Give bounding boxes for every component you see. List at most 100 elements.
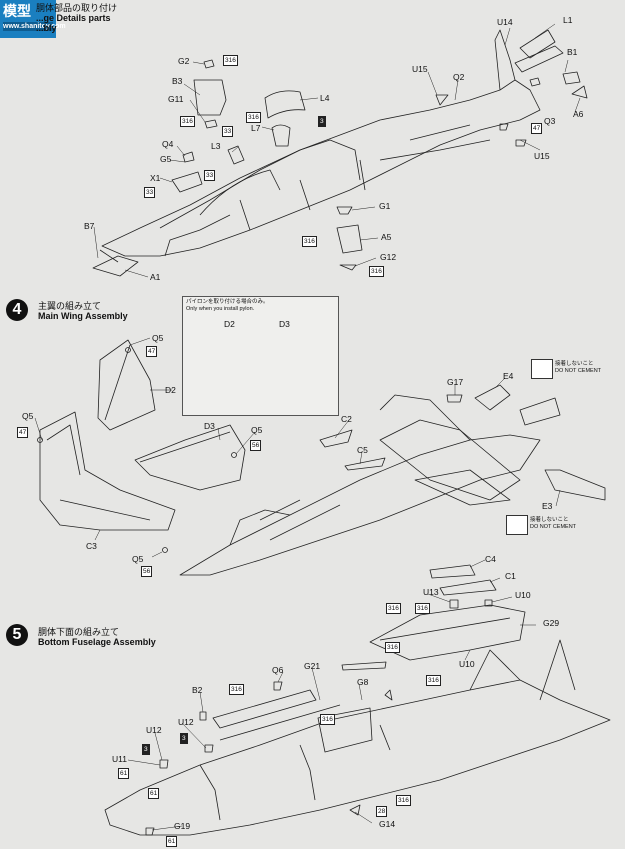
part-label: E4: [503, 371, 514, 381]
part-label: U13: [423, 587, 439, 597]
part-label: G17: [447, 377, 464, 387]
paint-code-tag: 316: [302, 236, 317, 247]
paint-code-tag: 316: [415, 603, 430, 614]
pylon-note: パイロンを取り付ける場合のみ。 Only when you install py…: [186, 299, 269, 313]
part-label: A1: [150, 272, 161, 282]
part-label: L1: [563, 15, 573, 25]
part-label: Q2: [453, 72, 465, 82]
watermark-url: www.shanitoy.com: [3, 22, 66, 31]
paint-code-tag: 33: [144, 187, 156, 198]
part-label: G1: [379, 201, 391, 211]
part-label: L3: [211, 141, 221, 151]
part-label: C4: [485, 554, 496, 564]
paint-code-tag: 316: [246, 112, 261, 123]
step4-heading: 主翼の組み立て Main Wing Assembly: [38, 301, 128, 321]
paint-code-tag: 3: [142, 744, 150, 755]
part-label: Q6: [272, 665, 284, 675]
step3-heading-en: ...ge Details parts: [36, 13, 111, 23]
part-label: C3: [86, 541, 97, 551]
step5-heading: 胴体下面の組み立て Bottom Fuselage Assembly: [38, 627, 156, 647]
no-cement-en: DO NOT CEMENT: [530, 523, 577, 530]
part-label: G5: [160, 154, 172, 164]
part-label: U15: [412, 64, 428, 74]
paint-code-tag: 33: [204, 170, 216, 181]
paint-code-tag: 316: [396, 795, 411, 806]
part-label: U12: [146, 725, 162, 735]
part-label: A5: [381, 232, 392, 242]
paint-code-tag: 61: [166, 836, 178, 847]
no-cement-icon: [531, 359, 553, 379]
paint-code-tag: 316: [426, 675, 441, 686]
part-label: G11: [168, 94, 184, 104]
part-label: L4: [320, 93, 330, 103]
part-label: Q5: [251, 425, 263, 435]
paint-code-tag: 316: [320, 714, 335, 725]
paint-code-tag: 3: [318, 116, 326, 127]
step5-heading-jp: 胴体下面の組み立て: [38, 627, 120, 637]
paint-code-tag: 316: [180, 116, 195, 127]
paint-code-tag: 33: [222, 126, 234, 137]
step3-heading: 胴体部品の取り付け ...ge Details parts ...bly: [36, 3, 117, 33]
part-label: Q5: [152, 333, 164, 343]
step4-number: 4: [6, 299, 28, 321]
part-label: Q3: [544, 116, 556, 126]
no-cement-icon: [506, 515, 528, 535]
part-label: U15: [534, 151, 550, 161]
part-label: U14: [497, 17, 513, 27]
step4-heading-jp: 主翼の組み立て: [38, 301, 102, 311]
step5-bottom-fuselage: [104, 564, 611, 836]
paint-code-tag: 3: [180, 733, 188, 744]
part-label: B7: [84, 221, 95, 231]
part-label: Q4: [162, 139, 174, 149]
step4-heading-en: Main Wing Assembly: [38, 311, 128, 321]
part-label: X1: [150, 173, 161, 183]
step3-heading-jp: 胴体部品の取り付け: [36, 3, 118, 13]
part-label: D3: [204, 421, 215, 431]
paint-code-tag: 316: [223, 55, 238, 66]
paint-code-tag: 316: [385, 642, 400, 653]
part-label: U10: [515, 590, 531, 600]
part-label: B3: [172, 76, 183, 86]
part-label: C2: [341, 414, 352, 424]
paint-code-tag: 316: [369, 266, 384, 277]
part-label: E3: [542, 501, 553, 511]
pylon-option-box: パイロンを取り付ける場合のみ。 Only when you install py…: [182, 296, 339, 416]
part-label: G29: [543, 618, 560, 628]
paint-code-tag: 316: [386, 603, 401, 614]
part-label: B2: [192, 685, 203, 695]
step3-fuselage: [92, 29, 588, 277]
step5-heading-en: Bottom Fuselage Assembly: [38, 637, 156, 647]
no-cement-jp: 接着しないこと: [555, 361, 594, 367]
no-cement-jp: 接着しないこと: [530, 517, 569, 523]
step4-wing-parts: [37, 339, 606, 576]
paint-code-tag: 316: [229, 684, 244, 695]
watermark-logo: 模型 www.shanitoy.com: [0, 0, 66, 38]
no-cement-en: DO NOT CEMENT: [555, 367, 602, 374]
step5-number: 5: [6, 624, 28, 646]
paint-code-tag: 61: [148, 788, 160, 799]
part-label: G21: [304, 661, 321, 671]
part-label: G2: [178, 56, 190, 66]
part-label: U12: [178, 717, 194, 727]
pylon-note-jp: パイロンを取り付ける場合のみ。: [186, 299, 269, 305]
part-label: G12: [380, 252, 397, 262]
leader-lines: [34, 23, 581, 831]
pylon-note-en: Only when you install pylon.: [186, 306, 255, 312]
paint-code-tag: 56: [141, 566, 153, 577]
part-label: U11: [112, 754, 127, 764]
paint-code-tag: 47: [17, 427, 29, 438]
paint-code-tag: 56: [250, 440, 262, 451]
step3-heading-en2: ...bly: [36, 23, 57, 33]
part-label: G14: [379, 819, 396, 829]
part-label: G19: [174, 821, 191, 831]
paint-code-tag: 47: [531, 123, 543, 134]
part-label: D2: [165, 385, 176, 395]
part-label: A6: [573, 109, 584, 119]
watermark-chars: 模型: [3, 3, 31, 19]
paint-code-tag: 47: [146, 346, 158, 357]
part-label: Q5: [132, 554, 144, 564]
part-label: D2: [224, 319, 235, 329]
part-label: Q5: [22, 411, 34, 421]
paint-code-tag: 61: [118, 768, 130, 779]
